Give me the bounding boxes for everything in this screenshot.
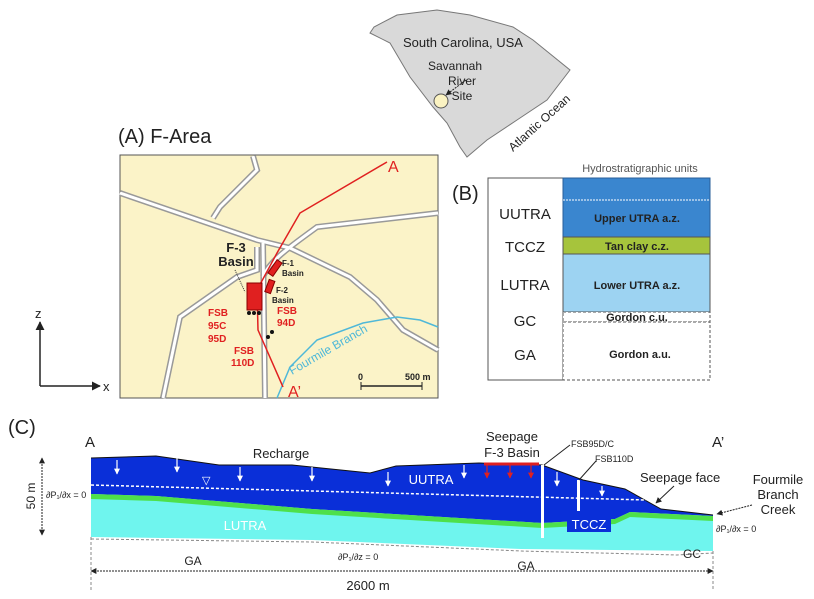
f3-label-2: Basin: [218, 254, 253, 269]
f2-label-2: Basin: [272, 296, 294, 305]
well-markers: [247, 311, 274, 339]
bc-right-label: ∂P₁/∂x = 0: [716, 524, 756, 534]
gc-base-dashed: [90, 538, 714, 556]
panel-b-title: (B): [452, 183, 479, 205]
site-label-1: Savannah: [428, 59, 482, 73]
site-label-3: Site: [452, 89, 473, 103]
section-end-label: A’: [288, 384, 301, 401]
panel-c-cross-section: (C) A A’ ▽ FSB95D/C FSB110D R: [8, 417, 803, 593]
well-110d-1: FSB: [234, 346, 254, 357]
surface-outline: [90, 455, 714, 516]
section-end: A’: [712, 434, 724, 451]
creek-label-1: Fourmile: [753, 472, 804, 487]
f1-label-2: Basin: [282, 269, 304, 278]
unit-lutra-block: [562, 253, 711, 313]
seepage-face-arrow: [655, 485, 675, 504]
road-centers: [119, 155, 439, 399]
bc-left-label: ∂P₁/∂x = 0: [46, 490, 86, 500]
f1-basin: [267, 259, 283, 277]
unit-ga-block: [562, 321, 711, 381]
uutra-label-box: [405, 472, 457, 487]
creek-label-2: Branch: [757, 487, 798, 502]
creek-arrow: [716, 504, 753, 516]
seepage-face-label: Seepage face: [640, 470, 720, 485]
south-carolina-inset-map: South Carolina, USA Savannah River Site …: [369, 9, 573, 158]
well-94d-2: 94D: [277, 318, 295, 329]
unit-name-gc: Gordon c.u.: [606, 312, 668, 324]
fourmile-branch-stream: [276, 316, 439, 399]
unit-abbr-uutra: UUTRA: [499, 206, 551, 223]
gc-label: GC: [683, 547, 701, 561]
unit-uutra-block: [562, 177, 711, 238]
panel-b-units: (B) Hydrostratigraphic units UUTRA TCCZ …: [452, 163, 711, 381]
f3-label-1: F-3: [226, 240, 246, 255]
panel-a-map: (A) F-Area Fourmile Branch A A’ F-3 Basi…: [35, 126, 440, 401]
z-axis-label: z: [35, 306, 42, 321]
seepage-label-2: F-3 Basin: [484, 445, 540, 460]
unit-name-uutra: Upper UTRA a.z.: [594, 213, 680, 225]
scale-end: 500 m: [405, 372, 431, 382]
unit-abbr-tccz: TCCZ: [505, 239, 545, 256]
f2-basin: [264, 278, 276, 295]
units-frame: [487, 177, 564, 381]
well-110d-2: 110D: [231, 358, 254, 369]
bc-bottom-label: ∂P₁/∂z = 0: [338, 552, 378, 562]
tccz-layer: [91, 494, 713, 528]
f1-label-1: F-1: [282, 259, 295, 268]
ga-left-label: GA: [184, 554, 201, 568]
cross-section-line: [256, 161, 388, 388]
f3-leader: [234, 269, 246, 293]
unit-abbr-ga: GA: [514, 347, 536, 364]
unit-name-tccz: Tan clay c.z.: [605, 241, 669, 253]
height-label: 50 m: [24, 483, 38, 510]
well-95-2: 95C: [208, 321, 226, 332]
recharge-label: Recharge: [253, 446, 309, 461]
well-fsb95-label: FSB95D/C: [571, 439, 615, 449]
well-95-1: FSB: [208, 308, 228, 319]
well-fsb110-leader: [578, 460, 597, 481]
units-header: Hydrostratigraphic units: [582, 163, 698, 175]
well-95-3: 95D: [208, 334, 226, 345]
water-table-line: [90, 484, 647, 501]
section-start: A: [85, 434, 95, 451]
section-start-label: A: [388, 159, 399, 176]
well-fsb110-label: FSB110D: [595, 454, 634, 464]
tccz-label-box: [567, 516, 611, 532]
panel-c-title: (C): [8, 417, 36, 439]
site-label-2: River: [448, 74, 476, 88]
tccz-label: TCCZ: [572, 517, 607, 532]
well-fsb110-bore: [577, 480, 580, 511]
unit-name-ga: Gordon a.u.: [609, 349, 671, 361]
site-pointer-arrow: [445, 79, 467, 96]
width-label: 2600 m: [346, 578, 389, 593]
scale-zero: 0: [358, 372, 363, 382]
south-carolina-outline: [369, 9, 571, 158]
unit-abbr-lutra: LUTRA: [500, 277, 549, 294]
recharge-arrows: [114, 458, 605, 497]
water-table-symbol: ▽: [202, 475, 211, 487]
well-fsb95-bore: [541, 465, 544, 538]
savannah-river-site-marker: [433, 93, 449, 109]
f3-basin: [246, 282, 263, 311]
f2-label-1: F-2: [276, 286, 289, 295]
uutra-label: UUTRA: [409, 472, 454, 487]
unit-abbr-gc: GC: [514, 313, 537, 330]
lutra-label: LUTRA: [224, 518, 267, 533]
unit-name-lutra: Lower UTRA a.z.: [594, 280, 680, 292]
creek-label-3: Creek: [761, 502, 796, 517]
state-label: South Carolina, USA: [403, 35, 523, 50]
well-94d-1: FSB: [277, 306, 297, 317]
panel-a-title: (A) F-Area: [118, 126, 212, 148]
x-axis-label: x: [103, 379, 110, 394]
seepage-arrows: [484, 465, 534, 479]
well-fsb95-leader: [543, 444, 571, 466]
seepage-label-1: Seepage: [486, 429, 538, 444]
